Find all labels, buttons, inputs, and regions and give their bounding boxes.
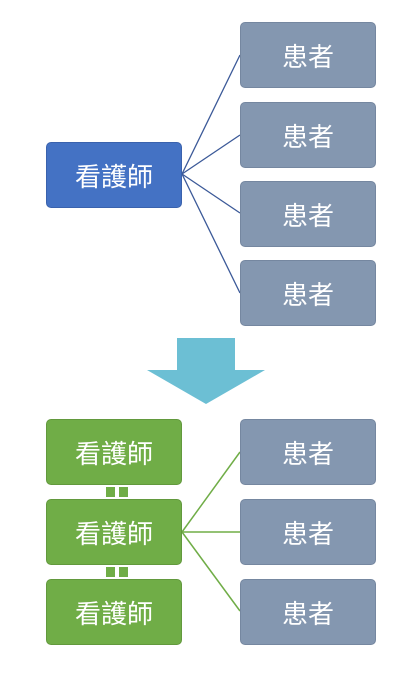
patient-label: 患者	[281, 519, 334, 550]
team-connector	[106, 487, 115, 497]
nurse-label: 看護師	[74, 162, 153, 193]
top-line-1	[181, 54, 241, 175]
patient-box-3: 患者	[240, 181, 376, 247]
patient-box-1: 患者	[240, 22, 376, 88]
nurse-label: 看護師	[74, 439, 153, 470]
top-line-2	[181, 134, 241, 175]
bottom-line-3	[181, 531, 241, 612]
patient-box-4: 患者	[240, 260, 376, 326]
team-nurse-box-1: 看護師	[46, 419, 182, 485]
nurse-label: 看護師	[74, 599, 153, 630]
team-connector	[119, 567, 128, 577]
top-line-4	[181, 173, 241, 294]
patient-box-5: 患者	[240, 419, 376, 485]
patient-box-7: 患者	[240, 579, 376, 645]
nurse-box: 看護師	[46, 142, 182, 208]
nurse-label: 看護師	[74, 519, 153, 550]
team-nurse-box-2: 看護師	[46, 499, 182, 565]
patient-label: 患者	[281, 201, 334, 232]
top-line-3	[181, 173, 241, 214]
down-arrow-icon	[147, 338, 265, 404]
team-nurse-box-3: 看護師	[46, 579, 182, 645]
patient-box-6: 患者	[240, 499, 376, 565]
patient-label: 患者	[281, 439, 334, 470]
bottom-line-1	[181, 451, 241, 533]
team-connector	[106, 567, 115, 577]
patient-label: 患者	[281, 599, 334, 630]
patient-label: 患者	[281, 42, 334, 73]
patient-label: 患者	[281, 122, 334, 153]
patient-box-2: 患者	[240, 102, 376, 168]
team-connector	[119, 487, 128, 497]
patient-label: 患者	[281, 280, 334, 311]
